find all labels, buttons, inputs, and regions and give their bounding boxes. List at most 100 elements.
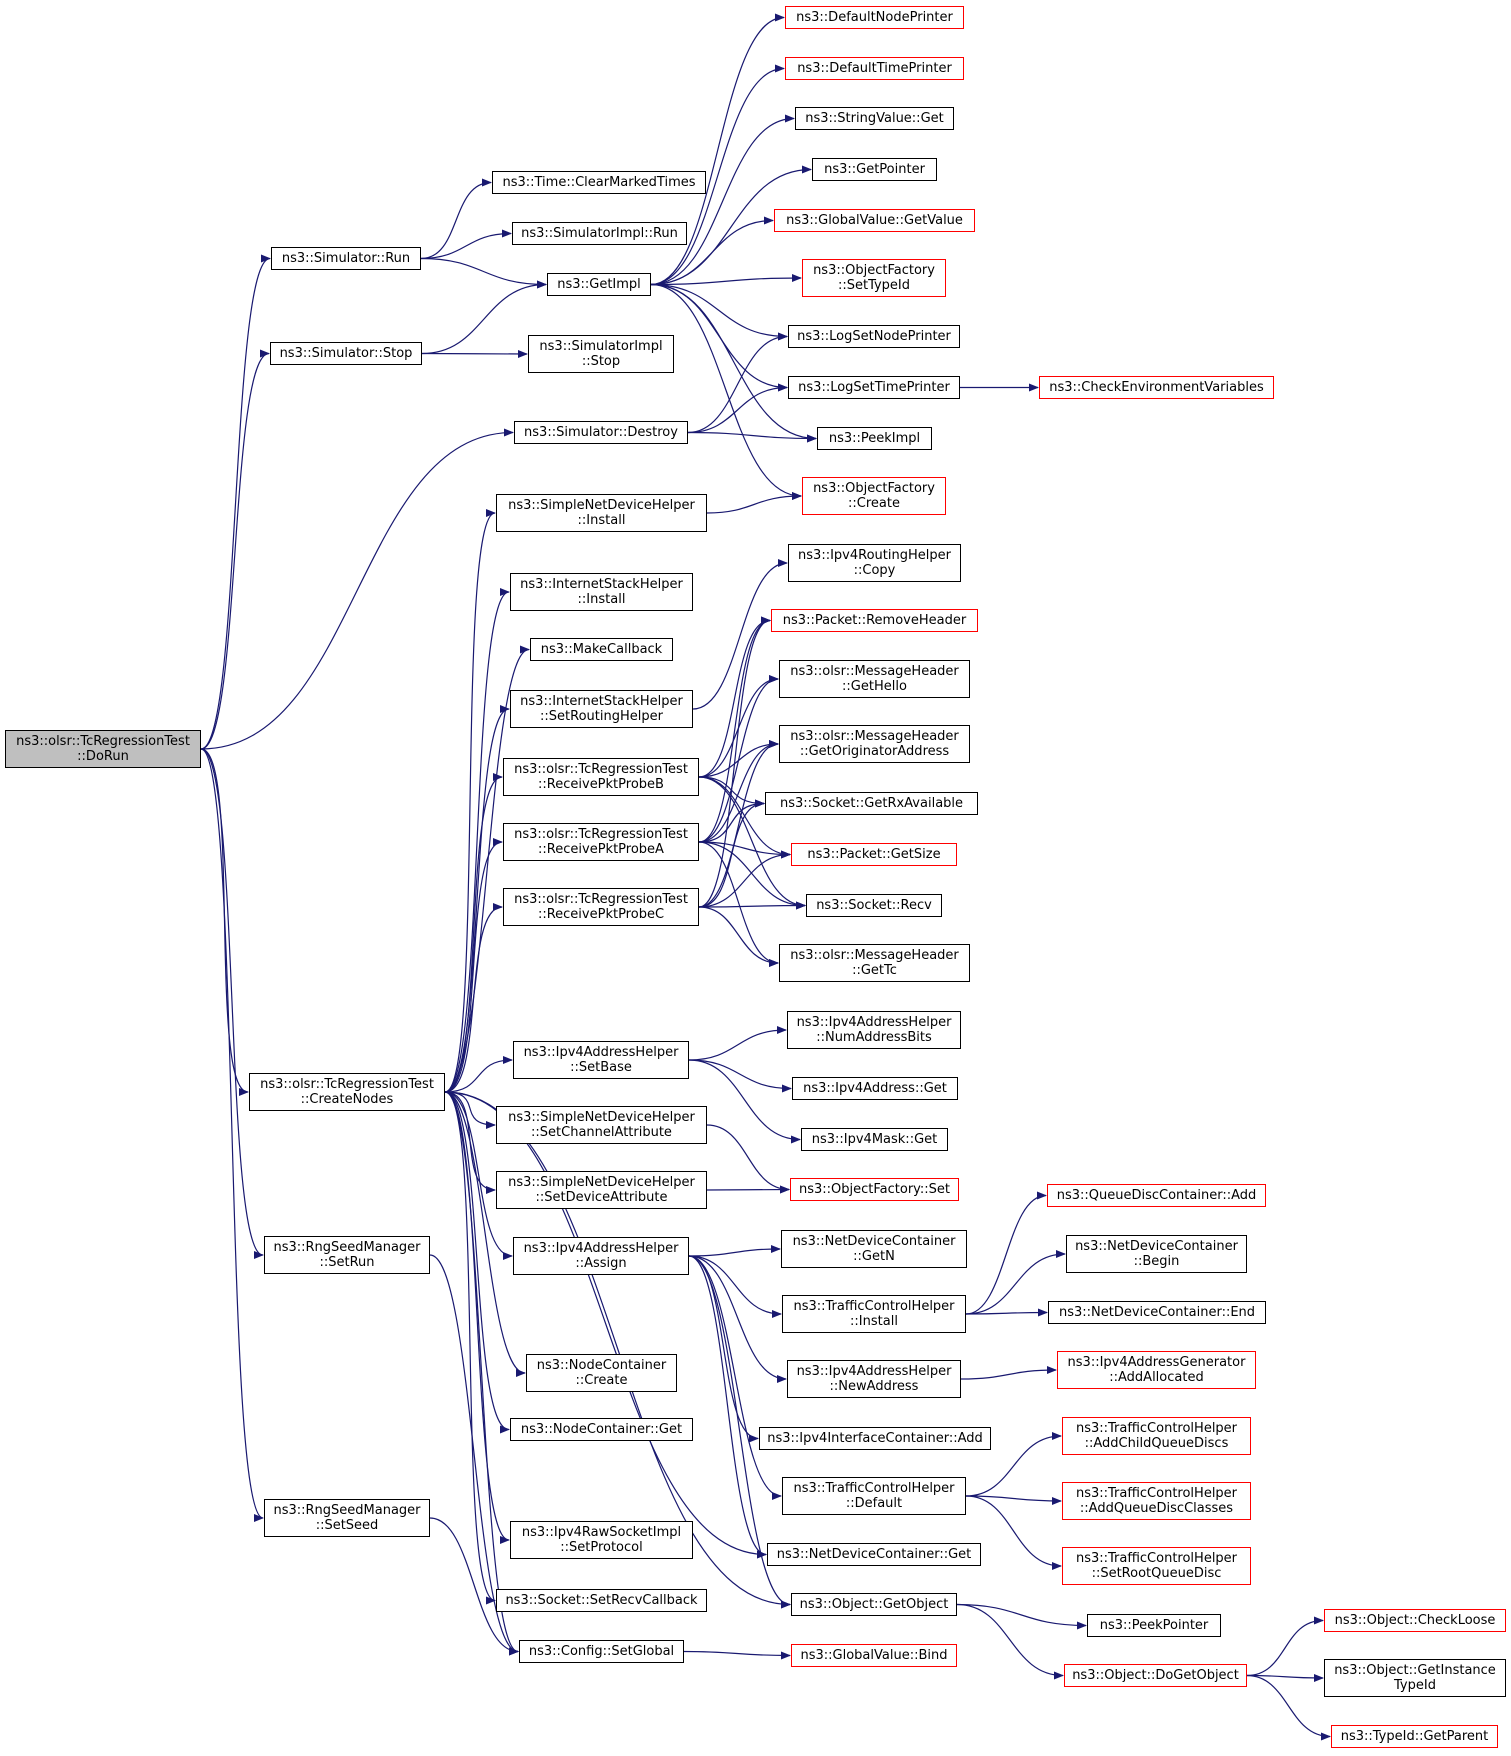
node-of-set[interactable]: ns3::ObjectFactory::Set [790,1178,959,1201]
node-obj-checkloose[interactable]: ns3::Object::CheckLoose [1324,1609,1506,1632]
node-obj-getobject[interactable]: ns3::Object::GetObject [791,1593,957,1616]
edge-rpa-to-sock_recv [698,841,806,910]
node-simimpl-stop[interactable]: ns3::SimulatorImpl ::Stop [528,335,674,373]
node-iah-newaddr[interactable]: ns3::Ipv4AddressHelper ::NewAddress [787,1360,961,1398]
node-createnodes[interactable]: ns3::olsr::TcRegressionTest ::CreateNode… [249,1073,445,1111]
node-raw-setproto[interactable]: ns3::Ipv4RawSocketImpl ::SetProtocol [510,1521,693,1559]
node-ndc-begin[interactable]: ns3::NetDeviceContainer ::Begin [1066,1235,1247,1273]
node-iag-addalloc[interactable]: ns3::Ipv4AddressGenerator ::AddAllocated [1057,1351,1256,1389]
node-tch-addchild[interactable]: ns3::TrafficControlHelper ::AddChildQueu… [1062,1417,1251,1455]
edge-dorun-to-sim_stop [200,349,270,750]
node-rpa[interactable]: ns3::olsr::TcRegressionTest ::ReceivePkt… [503,823,699,861]
node-time-clear[interactable]: ns3::Time::ClearMarkedTimes [492,171,706,194]
edge-dorun-to-sim_destroy [200,428,514,750]
edge-createnodes-to-sndh_install [444,509,496,1093]
edge-rpc-to-sock_getrx [698,799,765,908]
edge-obj_dogetobject-to-obj_checkloose [1246,1616,1324,1677]
node-ipv4addr-get[interactable]: ns3::Ipv4Address::Get [792,1077,958,1100]
node-pkt-getsize[interactable]: ns3::Packet::GetSize [791,843,957,866]
edge-createnodes-to-rpb [444,773,503,1093]
edge-obj_dogetobject-to-typeid_getparent [1246,1674,1331,1741]
edge-rpc-to-mh_gettc [698,906,779,967]
edge-createnodes-to-nc_create [444,1091,526,1377]
edge-sim_stop-to-getimpl [421,280,547,355]
edge-iah_assign-to-ndc_getn [688,1245,781,1257]
edge-rpc-to-pkt_getsize [698,850,791,908]
node-iic-add[interactable]: ns3::Ipv4InterfaceContainer::Add [759,1427,991,1450]
node-peekpointer[interactable]: ns3::PeekPointer [1087,1614,1221,1637]
node-rng-setrun[interactable]: ns3::RngSeedManager ::SetRun [264,1236,430,1274]
node-ipv4mask-get[interactable]: ns3::Ipv4Mask::Get [801,1128,948,1151]
node-sndh-setchan[interactable]: ns3::SimpleNetDeviceHelper ::SetChannelA… [496,1106,707,1144]
node-sim-run[interactable]: ns3::Simulator::Run [271,247,421,270]
node-logsetnodeprinter[interactable]: ns3::LogSetNodePrinter [788,325,960,348]
node-tch-install[interactable]: ns3::TrafficControlHelper ::Install [782,1295,966,1333]
edge-getimpl-to-of_settypeid [650,274,802,286]
node-ish-setrouting[interactable]: ns3::InternetStackHelper ::SetRoutingHel… [510,690,693,728]
edge-rng_setrun-to-config_setglobal [429,1254,519,1656]
node-getpointer[interactable]: ns3::GetPointer [812,158,937,181]
node-rpb[interactable]: ns3::olsr::TcRegressionTest ::ReceivePkt… [503,758,699,796]
node-qdc-add[interactable]: ns3::QueueDiscContainer::Add [1047,1184,1266,1207]
edge-dorun-to-rng_setseed [200,748,264,1522]
node-irh-copy[interactable]: ns3::Ipv4RoutingHelper ::Copy [788,544,961,582]
node-sndh-install[interactable]: ns3::SimpleNetDeviceHelper ::Install [496,494,707,532]
edge-createnodes-to-rpa [444,838,503,1093]
node-logsettimeprinter[interactable]: ns3::LogSetTimePrinter [788,376,960,399]
node-iah-setbase[interactable]: ns3::Ipv4AddressHelper ::SetBase [513,1041,689,1079]
node-of-settypeid[interactable]: ns3::ObjectFactory ::SetTypeId [802,259,946,297]
node-iah-assign[interactable]: ns3::Ipv4AddressHelper ::Assign [513,1237,689,1275]
node-gv-bind[interactable]: ns3::GlobalValue::Bind [791,1644,957,1667]
node-mh-gettc[interactable]: ns3::olsr::MessageHeader ::GetTc [779,944,970,982]
node-mh-getorig[interactable]: ns3::olsr::MessageHeader ::GetOriginator… [779,725,970,763]
edge-sim_run-to-getimpl [420,257,547,289]
node-of-create[interactable]: ns3::ObjectFactory ::Create [802,477,946,515]
node-stringvalue-get[interactable]: ns3::StringValue::Get [795,107,954,130]
edge-rpa-to-mh_getorig [698,740,779,843]
node-obj-getinstancetypeid[interactable]: ns3::Object::GetInstance TypeId [1324,1659,1506,1697]
edge-createnodes-to-iah_setbase [444,1056,513,1093]
node-nc-create[interactable]: ns3::NodeContainer ::Create [526,1354,677,1392]
node-rpc[interactable]: ns3::olsr::TcRegressionTest ::ReceivePkt… [503,888,699,926]
node-getimpl[interactable]: ns3::GetImpl [547,273,651,296]
node-def-time-printer[interactable]: ns3::DefaultTimePrinter [785,57,964,80]
node-iah-numaddrbits[interactable]: ns3::Ipv4AddressHelper ::NumAddressBits [787,1011,961,1049]
node-rng-setseed[interactable]: ns3::RngSeedManager ::SetSeed [264,1499,430,1537]
node-nc-get[interactable]: ns3::NodeContainer::Get [510,1418,693,1441]
edge-iah_assign-to-tch_install [688,1255,782,1318]
edge-getimpl-to-stringvalue_get [650,114,795,286]
node-sndh-setdev[interactable]: ns3::SimpleNetDeviceHelper ::SetDeviceAt… [496,1171,707,1209]
edge-dorun-to-rng_setrun [200,748,264,1259]
node-ish-install[interactable]: ns3::InternetStackHelper ::Install [510,573,693,611]
node-tch-addclasses[interactable]: ns3::TrafficControlHelper ::AddQueueDisc… [1062,1482,1251,1520]
node-sim-stop[interactable]: ns3::Simulator::Stop [270,342,422,365]
node-ndc-getn[interactable]: ns3::NetDeviceContainer ::GetN [781,1230,967,1268]
edge-iah_newaddr-to-iag_addalloc [960,1366,1057,1380]
node-sock-recv[interactable]: ns3::Socket::Recv [806,894,942,917]
node-peekimpl[interactable]: ns3::PeekImpl [817,427,932,450]
node-sock-getrx[interactable]: ns3::Socket::GetRxAvailable [765,792,978,815]
node-sim-destroy[interactable]: ns3::Simulator::Destroy [514,421,688,444]
edge-tch_install-to-qdc_add [965,1191,1047,1315]
node-gv-getvalue[interactable]: ns3::GlobalValue::GetValue [774,209,975,232]
edge-dorun-to-sim_run [200,254,271,750]
node-obj-dogetobject[interactable]: ns3::Object::DoGetObject [1064,1664,1247,1687]
edge-rpa-to-pkt_getsize [698,841,791,859]
node-checkenv[interactable]: ns3::CheckEnvironmentVariables [1039,376,1274,399]
node-mh-gethello[interactable]: ns3::olsr::MessageHeader ::GetHello [779,660,970,698]
edge-rpc-to-pkt_removeheader [698,616,771,908]
node-makecallback[interactable]: ns3::MakeCallback [530,638,673,661]
node-ndc-get[interactable]: ns3::NetDeviceContainer::Get [767,1543,981,1566]
edge-iah_setbase-to-iah_numaddrbits [688,1026,787,1061]
node-tch-default[interactable]: ns3::TrafficControlHelper ::Default [782,1477,966,1515]
node-simimpl-run[interactable]: ns3::SimulatorImpl::Run [512,222,687,245]
node-typeid-getparent[interactable]: ns3::TypeId::GetParent [1331,1725,1498,1748]
node-config-setglobal[interactable]: ns3::Config::SetGlobal [519,1640,684,1663]
edge-createnodes-to-rpc [444,903,503,1093]
node-pkt-removeheader[interactable]: ns3::Packet::RemoveHeader [771,609,978,632]
node-tch-setroot[interactable]: ns3::TrafficControlHelper ::SetRootQueue… [1062,1547,1251,1585]
node-sock-setrecvcb[interactable]: ns3::Socket::SetRecvCallback [496,1589,707,1612]
node-def-node-printer[interactable]: ns3::DefaultNodePrinter [785,6,964,29]
node-ndc-end[interactable]: ns3::NetDeviceContainer::End [1048,1301,1266,1324]
